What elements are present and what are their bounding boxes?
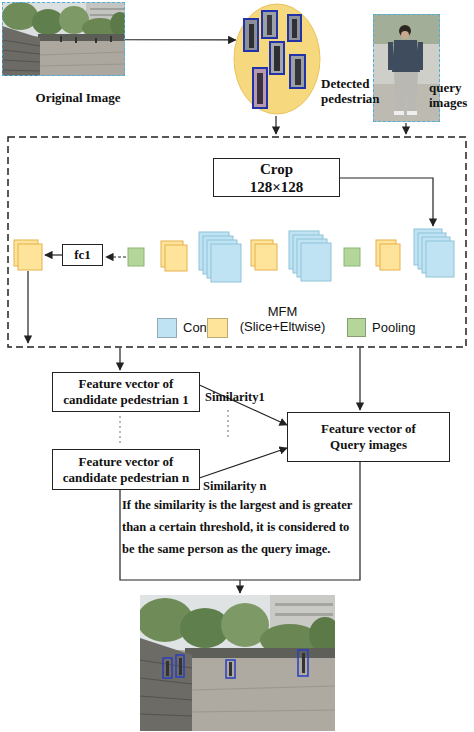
ellipse-outline [233, 3, 321, 115]
flow-arrow [275, 116, 276, 134]
ellipse-shape [234, 4, 320, 114]
node-text: Feature vector of candidate pedestrian 1 [57, 376, 195, 407]
image-caption: Detected pedestrian [321, 77, 395, 107]
person [229, 662, 232, 676]
trousers [394, 72, 418, 112]
legend-swatch [347, 318, 366, 337]
flow-arrow [27, 271, 28, 343]
legend-swatch [207, 318, 228, 338]
edge-label: Similarity n [203, 479, 267, 494]
node-text: Feature vector of candidate pedestrian n [57, 454, 195, 485]
building-window [275, 603, 333, 606]
network-frame [8, 137, 466, 347]
person [166, 661, 169, 676]
stairs [140, 638, 192, 731]
conv-layer [426, 241, 454, 277]
flow-arrow [405, 123, 406, 134]
mfm-layer [380, 244, 400, 270]
shirt [392, 40, 420, 72]
stair-edges [2, 40, 40, 71]
candidate-feature-box: Feature vector of candidate pedestrian 1 [52, 372, 200, 412]
person [302, 653, 305, 673]
flow-arrow [340, 178, 433, 226]
legend-swatch [157, 318, 177, 338]
bicycles [185, 648, 335, 658]
mfm-layer [165, 245, 187, 271]
person [75, 37, 77, 43]
mfm-layer [255, 244, 277, 270]
paving-lines [192, 686, 335, 712]
street-photo [2, 2, 125, 76]
ellipsis-dots [119, 416, 120, 446]
layer-stack [14, 229, 454, 282]
person [60, 36, 62, 42]
candidate-feature-box: Feature vector of candidate pedestrian n [52, 449, 200, 490]
conv-layer [211, 244, 241, 282]
fc-layer-box: fc1 [62, 244, 103, 266]
edge-label: Similarity1 [205, 390, 265, 405]
stairs [2, 26, 40, 76]
flow-arrow [125, 39, 236, 40]
flow-arrow [119, 348, 120, 370]
flow-arrow [239, 580, 240, 593]
paving-lines [40, 52, 125, 66]
node-text: fc1 [74, 247, 91, 263]
person [95, 38, 97, 43]
decision-rule-text: If the similarity is the largest and is … [122, 494, 360, 574]
tree [309, 617, 335, 653]
flow-arrow [359, 348, 360, 410]
person [179, 658, 182, 675]
node-text: If the similarity is the largest and is … [122, 494, 360, 560]
image-caption: Original Image [13, 91, 143, 106]
building-window [90, 8, 124, 10]
pooling-layer [128, 248, 144, 266]
detected-pedestrian-ellipse: Detected pedestrian [233, 3, 321, 115]
conv-layer [301, 243, 331, 281]
background-trees [373, 14, 440, 44]
similarity-arrow [200, 385, 287, 425]
similarity-arrow [200, 448, 287, 478]
flow-arrow [45, 254, 62, 255]
shoe [407, 111, 417, 115]
mfm-layer [18, 244, 42, 270]
query-image-frame: query images [373, 14, 440, 122]
detection-box [298, 650, 308, 676]
pooling-layer [344, 248, 360, 266]
sky [2, 2, 125, 76]
detection-box [176, 655, 184, 677]
tree [110, 12, 125, 36]
building-window [275, 613, 333, 616]
shoe [394, 111, 404, 115]
detection-box [163, 658, 172, 678]
face [401, 31, 409, 39]
arm [418, 42, 423, 70]
tree [2, 2, 38, 30]
bicycles [38, 34, 125, 41]
arm [388, 42, 393, 70]
detection-box [226, 660, 235, 678]
query-feature-box: Feature vector of Query images [287, 412, 450, 462]
legend-text: MFM (Slice+Eltwise) [230, 304, 335, 334]
node-text: Feature vector of Query images [312, 421, 425, 452]
result-photo [140, 595, 335, 731]
ellipsis-dots [227, 410, 228, 440]
node-text: Crop 128×128 [242, 160, 312, 196]
crop-box: Crop 128×128 [213, 158, 340, 197]
person [110, 36, 112, 42]
original-image-frame: Original Image [2, 2, 125, 76]
legend-text: Pooling [372, 320, 442, 335]
flow-arrow [106, 256, 126, 257]
image-caption: query images [429, 81, 474, 111]
